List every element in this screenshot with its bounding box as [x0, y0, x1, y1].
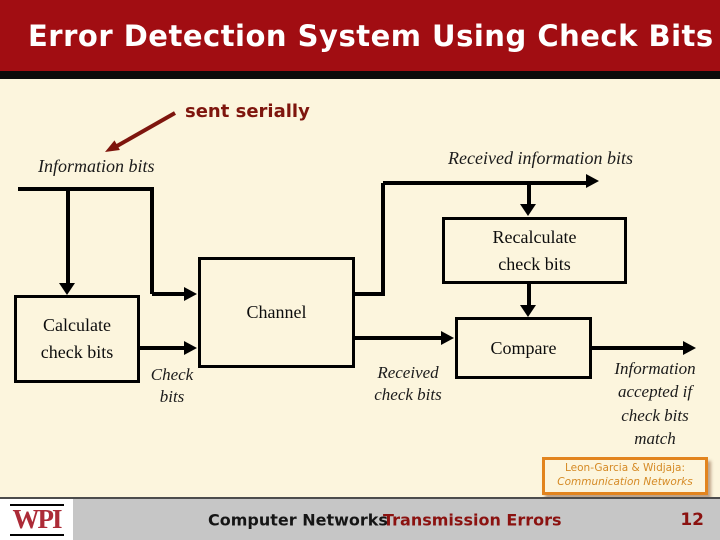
channel-bottom-output-line: [355, 336, 443, 340]
footer-page-number: 12: [680, 509, 704, 530]
compare-output-line: [591, 346, 683, 350]
information-bits-label: Information bits: [38, 156, 155, 176]
wpi-logo-text: WPI: [9, 503, 64, 536]
citation-book: Communication Networks: [557, 476, 693, 488]
arrowhead-compare-output-icon: [683, 341, 696, 355]
drop-to-recalculate-line: [527, 183, 531, 206]
arrowhead-into-channel-bottom-icon: [184, 341, 197, 355]
wpi-logo: WPI: [0, 499, 73, 540]
arrowhead-received-info-icon: [586, 174, 599, 188]
branch-to-calculate-line: [66, 187, 70, 283]
riser-line: [381, 183, 385, 296]
arrowhead-into-compare-top-icon: [520, 305, 536, 317]
arrowhead-into-recalculate-icon: [520, 204, 536, 216]
information-accepted-label: Information accepted if check bits match: [614, 359, 696, 449]
footer-course-label: Computer Networks: [208, 510, 388, 529]
sent-serially-arrow-icon: [105, 111, 176, 152]
received-check-bits-label: Received check bits: [374, 363, 442, 405]
title-bar: Error Detection System Using Check Bits: [0, 0, 720, 71]
compare-box: Compare: [455, 317, 592, 379]
arrowhead-into-channel-top-icon: [184, 287, 197, 301]
calculate-output-line: [140, 346, 184, 350]
to-channel-top-line: [152, 292, 186, 296]
arrowhead-into-compare-left-icon: [441, 331, 454, 345]
information-input-line: [18, 187, 152, 191]
received-information-bits-label: Received information bits: [448, 148, 633, 168]
drop-to-compare-line: [527, 284, 531, 306]
citation-box: Leon-Garcia & Widjaja: Communication Net…: [542, 457, 708, 495]
page-title: Error Detection System Using Check Bits: [28, 18, 714, 53]
calculate-check-bits-box: Calculate check bits: [14, 295, 140, 383]
received-info-line: [383, 181, 588, 185]
branch-to-channel-line: [150, 187, 154, 294]
channel-top-output-line: [355, 292, 385, 296]
title-separator: [0, 71, 720, 79]
recalculate-check-bits-box: Recalculate check bits: [442, 217, 627, 284]
channel-box: Channel: [198, 257, 355, 368]
citation-authors: Leon-Garcia & Widjaja:: [565, 462, 685, 475]
arrowhead-into-calculate-icon: [59, 283, 75, 295]
check-bits-label: Check bits: [150, 365, 194, 407]
footer-bar: WPI Computer Networks Transmission Error…: [0, 497, 720, 540]
footer-section-label: Transmission Errors: [383, 510, 562, 529]
sent-serially-label: sent serially: [185, 101, 310, 122]
